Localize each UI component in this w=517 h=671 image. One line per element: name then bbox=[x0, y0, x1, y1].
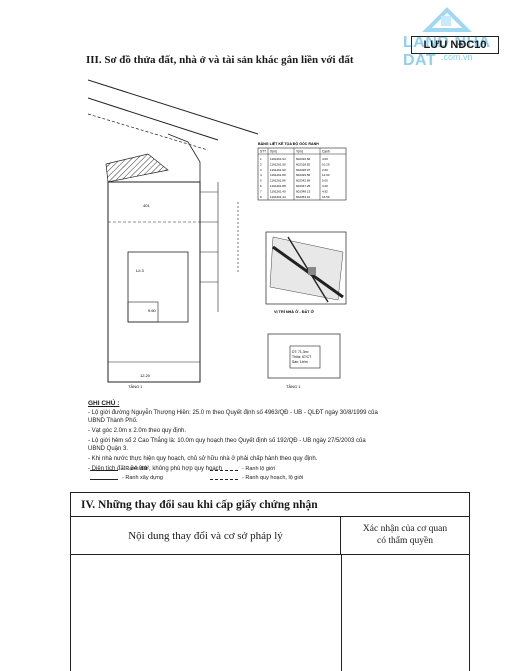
sheet-number: LƯU NĐC10 bbox=[411, 36, 499, 54]
notes-block: GHI CHÚ : - Lộ giới đường Nguyễn Thượng … bbox=[88, 400, 378, 475]
coord-cell: 1191261.88 bbox=[270, 184, 286, 188]
coord-cell: 4.92 bbox=[322, 189, 328, 193]
watermark-url: .com.vn bbox=[441, 52, 473, 62]
note-line: - Khi nhà nước thực hiện quy hoạch, chủ … bbox=[88, 456, 318, 462]
approval-line-1: Xác nhận của cơ quan bbox=[362, 524, 448, 534]
coord-cell: 3 bbox=[260, 168, 262, 172]
floor-label: TẦNG 1 bbox=[128, 384, 143, 389]
coord-cell: 1191261.89 bbox=[270, 173, 286, 177]
coord-cell: 1191261.90 bbox=[270, 162, 286, 166]
floor-label-2: TẦNG 1 bbox=[286, 384, 301, 389]
coord-cell: 602328.07 bbox=[296, 168, 311, 172]
note-line: - Vạt góc 2.0m x 2.0m theo quy định. bbox=[88, 428, 187, 434]
svg-text:401: 401 bbox=[143, 203, 150, 208]
coord-cell: 16.50 bbox=[322, 195, 330, 199]
coord-cell: 5 bbox=[260, 179, 262, 183]
legend-ranh-xay-dung: - Ranh xây dựng bbox=[122, 475, 163, 481]
coord-cell: 1191261.44 bbox=[270, 195, 286, 199]
approval-line-2: có thẩm quyền bbox=[377, 536, 433, 546]
coord-cell: 6 bbox=[260, 184, 262, 188]
svg-text:12.20: 12.20 bbox=[140, 373, 151, 378]
notes-heading: GHI CHÚ : bbox=[88, 400, 120, 407]
coord-cell: 5.00 bbox=[322, 179, 328, 183]
land-plot-diagram: 401 Lô 3 9.60 12.20 TẦNG 1 BẢNG LIỆT KÊ … bbox=[87, 72, 358, 407]
coord-cell: 4.00 bbox=[322, 157, 328, 161]
coord-cell: 8 bbox=[260, 195, 262, 199]
coord-cell: 1191261.40 bbox=[270, 189, 286, 193]
coord-cell: 4 bbox=[260, 173, 262, 177]
legend-ranh-dat: - Ranh đất bbox=[122, 466, 148, 472]
svg-text:Lô 3: Lô 3 bbox=[136, 268, 145, 273]
section4-title: IV. Những thay đổi sau khi cấp giấy chứn… bbox=[71, 493, 469, 517]
coord-cell: 12.93 bbox=[322, 173, 330, 177]
coord-cell: 1191261.86 bbox=[270, 179, 286, 183]
lot-sub-label: Thửa: 67/CT bbox=[292, 355, 311, 359]
section3-title: III. Sơ đồ thửa đất, nhà ở và tài sản kh… bbox=[86, 54, 354, 66]
note-line: - Diện tích đất : 34.0m², không phù hợp … bbox=[88, 466, 223, 472]
watermark: LAND NHA DAT .com.vn bbox=[389, 6, 509, 69]
legend-ranh-lo-gioi: - Ranh lộ giới bbox=[242, 466, 275, 472]
coord-header-cell: STT bbox=[260, 150, 266, 154]
note-line: - Lộ giới đường Nguyễn Thượng Hiền: 25.0… bbox=[88, 410, 378, 424]
coordinate-table: BẢNG LIỆT KÊ TỌA ĐỘ GÓC RANH STT X(m) Y(m)… bbox=[257, 141, 347, 201]
plot-drawing: 401 Lô 3 9.60 12.20 TẦNG 1 BẢNG LIỆT KÊ … bbox=[87, 79, 347, 389]
coord-cell: 10.25 bbox=[322, 162, 330, 166]
coord-header-cell: Y(m) bbox=[296, 150, 303, 154]
coord-cell: 602348.13 bbox=[296, 189, 311, 193]
watermark-brand: LAND NHA DAT bbox=[403, 34, 490, 69]
section4-table: IV. Những thay đổi sau khi cấp giấy chứn… bbox=[70, 492, 470, 671]
lot-sub2-label: Sàn: 1tr/m bbox=[292, 360, 308, 364]
coord-cell: 2.00 bbox=[322, 168, 328, 172]
coord-cell: 602329.56 bbox=[296, 173, 311, 177]
coord-cell: 602316.82 bbox=[296, 157, 311, 161]
coord-header-cell: Cạnh bbox=[322, 150, 330, 154]
coord-cell: 602347.25 bbox=[296, 184, 311, 188]
coord-cell: 1191261.94 bbox=[270, 157, 286, 161]
location-inset: VỊ TRÍ NHÀ Ở - ĐẤT Ở bbox=[265, 231, 347, 314]
coord-cell: 1 bbox=[260, 157, 262, 161]
legend-ranh-quy-hoach: - Ranh quy hoạch, lộ giới bbox=[242, 475, 304, 481]
coord-cell: 602342.69 bbox=[296, 179, 311, 183]
lot-drawing: DT: 71,3m² Thửa: 67/CT Sàn: 1tr/m TẦNG 1 bbox=[267, 333, 341, 389]
section4-col-approval: Xác nhận của cơ quan có thẩm quyền bbox=[341, 517, 469, 555]
coord-cell: 3.20 bbox=[322, 184, 328, 188]
coord-cell: 2 bbox=[260, 162, 262, 166]
coord-cell: 1191261.90 bbox=[270, 168, 286, 172]
coord-cell: 602353.10 bbox=[296, 195, 311, 199]
section4-col-content: Nội dung thay đổi và cơ sở pháp lý bbox=[71, 517, 341, 555]
location-caption: VỊ TRÍ NHÀ Ở - ĐẤT Ở bbox=[274, 309, 315, 314]
section4-divider bbox=[341, 555, 342, 671]
coord-table-title: BẢNG LIỆT KÊ TỌA ĐỘ GÓC RANH bbox=[258, 141, 319, 146]
coord-cell: 602318.82 bbox=[296, 162, 311, 166]
note-line: - Lộ giới hẻm số 2 Cao Thắng là: 10.0m q… bbox=[88, 438, 366, 452]
coord-header-cell: X(m) bbox=[270, 150, 277, 154]
lot-area-label: DT: 71,3m² bbox=[292, 350, 309, 354]
house-logo-icon bbox=[422, 7, 472, 32]
coord-cell: 7 bbox=[260, 189, 262, 193]
svg-text:9.60: 9.60 bbox=[148, 308, 157, 313]
